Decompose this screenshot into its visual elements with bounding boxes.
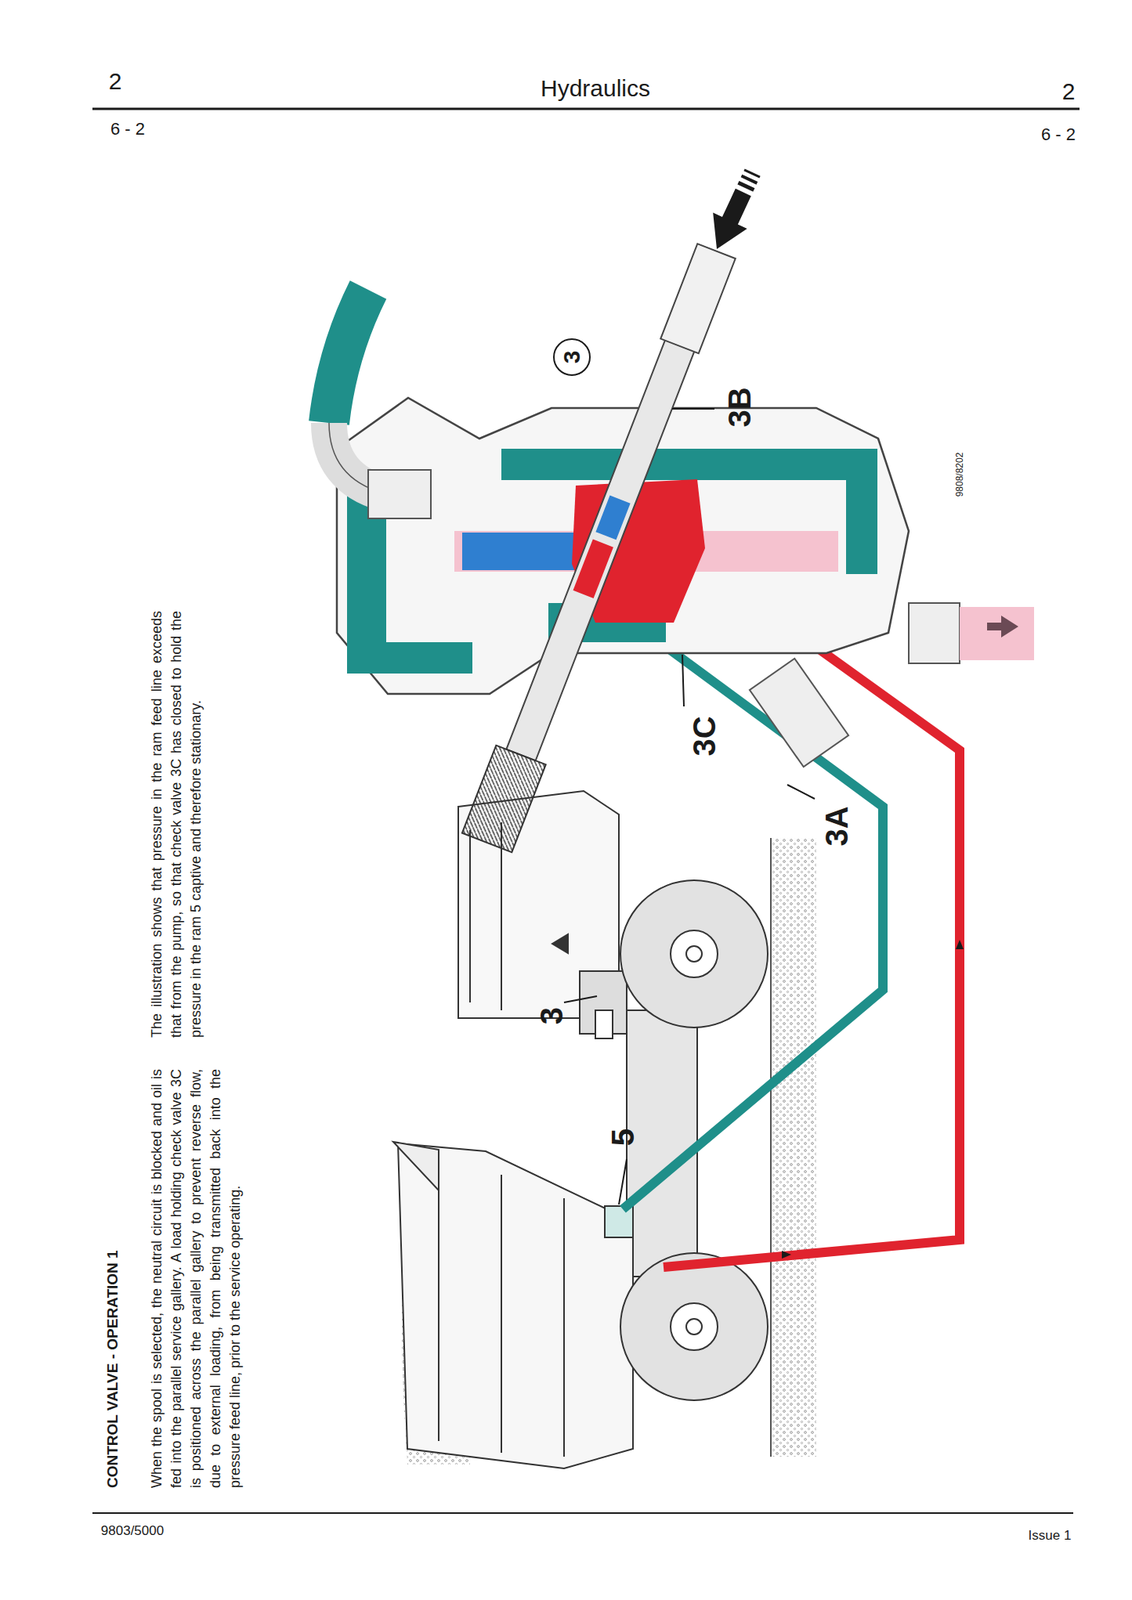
section-number: 2	[108, 67, 123, 96]
callout-number: 5	[603, 1128, 642, 1147]
callout-number: 3C	[685, 716, 724, 756]
page-number: 6 - 2	[1041, 124, 1076, 145]
body-text: When the spool is selected, the neutral …	[147, 1069, 246, 1489]
ram-return-line	[622, 637, 883, 1210]
circled-number: 3	[553, 338, 591, 377]
leader-lines	[564, 408, 815, 1205]
document-number: 9803/5000	[101, 1523, 164, 1540]
flow-arrows	[781, 940, 964, 1259]
heading: CONTROL VALVE - OPERATION 1	[104, 1049, 123, 1489]
spool	[462, 241, 742, 853]
node-text: 3	[558, 350, 586, 365]
control-valve	[336, 397, 1035, 767]
figure-code: 9808/8202	[954, 452, 966, 498]
callout-number: 3A	[817, 806, 856, 847]
header-rule	[92, 108, 1080, 111]
body-text: The illustration shows that pressure in …	[147, 611, 207, 1038]
return-hose	[329, 289, 431, 519]
callout-number: 3B	[720, 386, 759, 427]
section-number: 2	[1062, 77, 1076, 106]
section-title: Hydraulics	[540, 74, 651, 103]
callout-number: 3	[532, 1007, 571, 1025]
operating-arrow	[699, 164, 770, 257]
issue-number: Issue 1	[1028, 1528, 1072, 1545]
ram-feed-line	[663, 559, 960, 1268]
page-number: 6 - 2	[110, 119, 145, 140]
footer-rule	[92, 1512, 1074, 1515]
